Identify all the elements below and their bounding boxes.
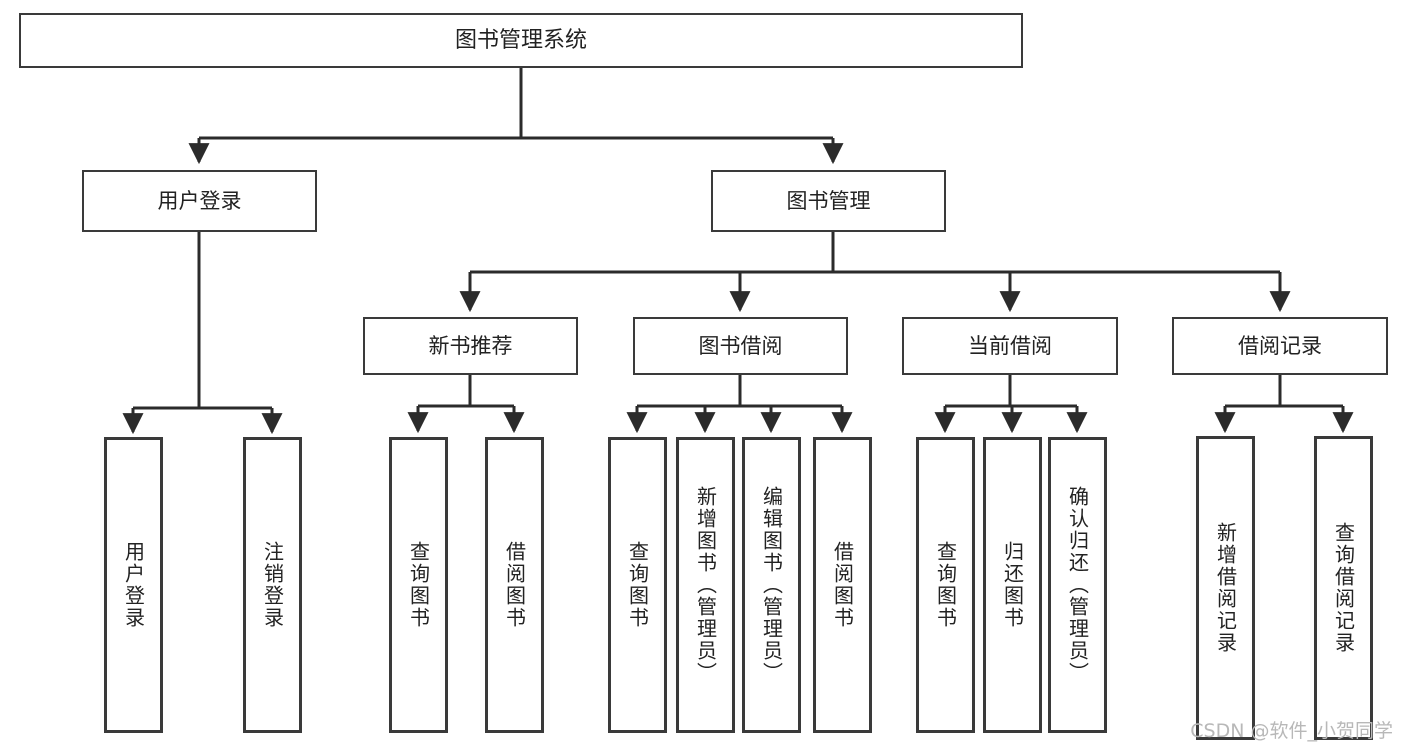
- leaf-logout[interactable]: 注销登录: [243, 437, 302, 733]
- node-label: 用户登录: [121, 541, 146, 629]
- leaf-edit-book[interactable]: 编辑图书（管理员）: [742, 437, 801, 733]
- node-label: 图书管理系统: [454, 27, 587, 53]
- leaf-user-login[interactable]: 用户登录: [104, 437, 163, 733]
- node-label: 编辑图书（管理员）: [759, 486, 784, 684]
- node-label: 归还图书: [1000, 541, 1025, 629]
- node-label: 当前借阅: [968, 333, 1052, 358]
- leaf-borrow-book[interactable]: 借阅图书: [813, 437, 872, 733]
- node-label: 新增图书（管理员）: [693, 486, 718, 684]
- node-borrow-record[interactable]: 借阅记录: [1172, 317, 1388, 375]
- node-label: 查询借阅记录: [1331, 522, 1356, 654]
- node-book-borrow[interactable]: 图书借阅: [633, 317, 848, 375]
- leaf-query-borrow-record[interactable]: 查询借阅记录: [1314, 436, 1373, 740]
- leaf-query-book-recommend[interactable]: 查询图书: [389, 437, 448, 733]
- node-book-manage[interactable]: 图书管理: [711, 170, 946, 232]
- node-label: 新增借阅记录: [1213, 522, 1238, 654]
- node-label: 图书管理: [786, 188, 871, 213]
- node-current-borrow[interactable]: 当前借阅: [902, 317, 1118, 375]
- node-label: 查询图书: [406, 541, 431, 629]
- node-label: 新书推荐: [428, 333, 513, 358]
- node-label: 图书借阅: [698, 333, 783, 358]
- node-label: 确认归还（管理员）: [1065, 486, 1090, 684]
- node-label: 借阅图书: [830, 541, 855, 629]
- node-label: 查询图书: [625, 541, 650, 629]
- node-label: 用户登录: [157, 188, 242, 213]
- node-label: 借阅记录: [1238, 333, 1322, 358]
- leaf-query-book-borrow[interactable]: 查询图书: [608, 437, 667, 733]
- node-new-book-rec[interactable]: 新书推荐: [363, 317, 578, 375]
- node-label: 注销登录: [260, 541, 285, 629]
- leaf-return-book[interactable]: 归还图书: [983, 437, 1042, 733]
- leaf-add-borrow-record[interactable]: 新增借阅记录: [1196, 436, 1255, 740]
- leaf-add-book[interactable]: 新增图书（管理员）: [676, 437, 735, 733]
- leaf-query-book-current[interactable]: 查询图书: [916, 437, 975, 733]
- leaf-borrow-book-recommend[interactable]: 借阅图书: [485, 437, 544, 733]
- node-label: 借阅图书: [502, 541, 527, 629]
- leaf-confirm-return[interactable]: 确认归还（管理员）: [1048, 437, 1107, 733]
- csdn-watermark: CSDN @软件_小贺同学: [1190, 720, 1393, 742]
- node-root-system[interactable]: 图书管理系统: [19, 13, 1023, 68]
- node-user-login[interactable]: 用户登录: [82, 170, 317, 232]
- node-label: 查询图书: [933, 541, 958, 629]
